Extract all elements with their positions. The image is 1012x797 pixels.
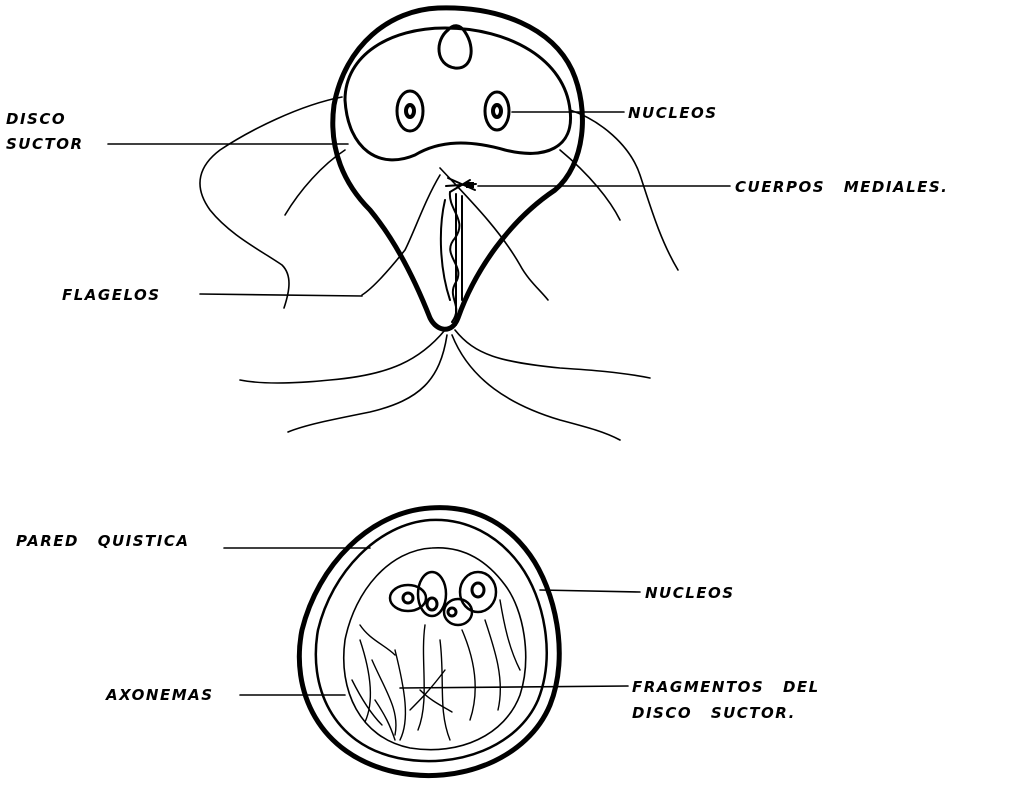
label-axonemas: AXONEMAS [106,686,214,704]
label-disco: DISCO [6,110,66,128]
label-flagelos: FLAGELOS [62,286,161,304]
cyst-nucleo-3 [460,572,496,612]
cyst-wall-inner [316,520,547,761]
trophozoite [200,8,678,440]
cyst-cytoplasm [344,548,526,750]
flagelo-left-1 [200,97,342,308]
label-cuerpos-mediales: CUERPOS MEDIALES. [735,178,948,196]
label-nucleos-top: NUCLEOS [628,104,718,122]
label-suctor: SUCTOR [6,135,84,153]
label-pared-quistica: PARED QUISTICA [16,532,189,550]
nucleo-left [397,91,423,131]
flagelo-post-left-a [240,330,445,383]
nucleo-left-inner [406,105,414,117]
axostyle [450,192,460,322]
flagelo-post-right-a [455,330,650,378]
trophozoite-leaders [108,112,730,296]
top-loop [439,26,471,68]
label-fragmentos-2: DISCO SUCTOR. [632,704,796,722]
flagelo-post-right-b [452,335,620,440]
nucleo-right [485,92,509,130]
flagelo-post-left-b [288,335,447,432]
flagelo-right-2 [560,150,620,220]
flagelo-right-1 [570,110,678,270]
cyst-leaders [224,548,640,695]
label-nucleos-cyst: NUCLEOS [645,584,735,602]
nucleo-right-inner [493,105,501,117]
cyst-axonemas [352,600,520,740]
disco-suctor-outline [345,28,571,160]
flagelo-inner-left [362,175,440,295]
label-fragmentos-1: FRAGMENTOS DEL [632,678,820,696]
